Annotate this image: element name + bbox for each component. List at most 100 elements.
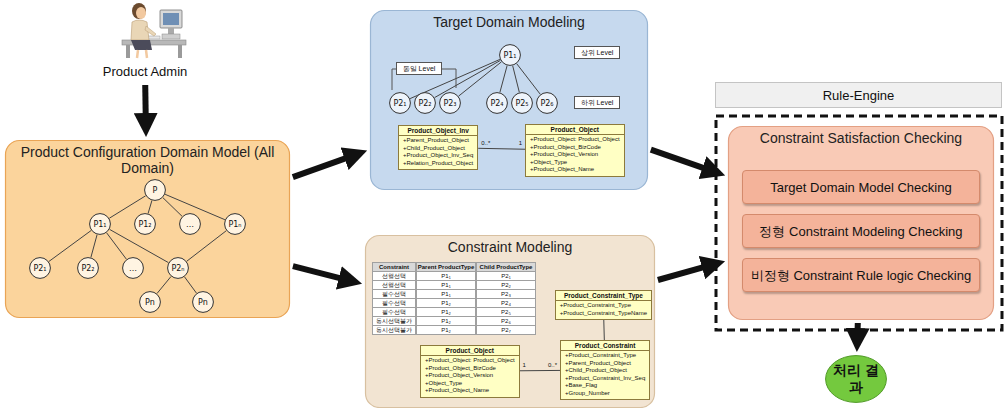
node-text: 처리 결과 (825, 362, 887, 396)
link-line (517, 64, 541, 95)
panel-box: Product Configuration Domain Model (All … (5, 140, 290, 318)
node-shape (537, 93, 558, 114)
flow-arrow (854, 323, 861, 340)
admin-figure (122, 3, 186, 58)
result-ellipse: 처리 결과 (825, 355, 887, 403)
tree-node-circle: P1₁ (499, 44, 521, 66)
link-line (603, 320, 605, 340)
node-shape (500, 45, 521, 66)
node-text: P2₂ (418, 99, 431, 108)
node-text: +Child_Product_Object (561, 367, 649, 375)
multiplicity-label: 0..* (481, 139, 490, 147)
table-cell: P2₇ (476, 325, 536, 335)
panel-box: Target Domain Modeling동일 LevelP1₁상위 Leve… (370, 10, 648, 190)
link-line (157, 276, 171, 293)
node-shape (30, 258, 51, 279)
node-text: P2₃ (443, 99, 456, 108)
node-text: Product_Constraint (561, 341, 649, 351)
node-shape (123, 258, 144, 279)
node-text: P2₄ (490, 99, 503, 108)
node-text: 동일 Level (401, 64, 438, 73)
node-text: P2₁ (393, 99, 406, 108)
node-text: +Object_Type (526, 159, 624, 167)
node-text: +Relation_Product_Object (399, 160, 477, 170)
tree-node-circle: P2₁ (29, 257, 51, 279)
flow-arrow (293, 266, 351, 281)
node-text: P2₅ (515, 99, 528, 108)
node-text: Product_Object (421, 346, 519, 356)
head (136, 7, 146, 19)
node-text: P2₆ (540, 99, 553, 108)
uml-class-box: Product_Object+Product_Object: Product_O… (420, 345, 520, 398)
monitor (160, 10, 182, 28)
table-cell: P1₂ (416, 325, 476, 335)
node-text: Constraint Modeling (365, 235, 655, 255)
computer-base (162, 34, 180, 39)
node-text: P1₁ (503, 51, 516, 60)
rule-engine-frame (716, 116, 1002, 330)
tree-node-circle: P2₂ (77, 257, 99, 279)
node-text: +Product_Object_BizCode (421, 365, 519, 373)
node-text: Rule-Engine (823, 88, 895, 103)
node-text: +Product_Constraint_TypeName (556, 310, 651, 320)
node-shape (78, 258, 99, 279)
node-text: +Product_Object_BizCode (526, 144, 624, 152)
link-line (435, 60, 501, 97)
link-line (478, 148, 525, 150)
tree-node-circle: Pn (139, 291, 161, 313)
node-text: Pn (198, 298, 208, 307)
node-text: P2₂ (81, 264, 94, 273)
node-text: +Product_Constraint_Type (556, 302, 651, 310)
link-line (520, 370, 560, 371)
skirt (131, 40, 152, 50)
tree-node-circle: … (179, 213, 201, 235)
node-text: Product_Constraint_Type (556, 291, 651, 301)
node-shape (487, 93, 508, 114)
node-shape (826, 356, 887, 403)
node-text: +Product_Object_Name (526, 166, 624, 176)
link-line (185, 277, 197, 293)
link-line (513, 66, 520, 93)
node-text: 하위 Level (579, 98, 616, 107)
node-text: +Group_Number (561, 390, 649, 400)
node-text: Product Configuration Domain Model (All … (5, 140, 290, 176)
panel-shape (371, 11, 648, 190)
legs (137, 50, 147, 58)
node-shape (145, 180, 166, 201)
desk-leg (126, 45, 130, 58)
monitor-stand (168, 28, 174, 34)
node-text: +Object_Type (421, 380, 519, 388)
tree-node-circle: P2₃ (439, 92, 461, 114)
tree-node-circle: P (144, 179, 166, 201)
multiplicity-label: 1 (523, 361, 526, 369)
level-tag: 상위 Level (574, 46, 620, 59)
node-text: … (186, 220, 194, 229)
uml-class-box: Product_Object_Inv+Parent_Product_Object… (398, 125, 478, 170)
panel-shape (6, 141, 290, 318)
check-box: Target Domain Model Checking (742, 170, 980, 204)
node-text: +Child_Product_Object (399, 145, 477, 153)
hair (132, 3, 146, 19)
node-text: +Product_Object: Product_Object (421, 357, 519, 365)
node-text: P2₁ (33, 264, 46, 273)
node-text: +Product_Object_Version (526, 151, 624, 159)
node-shape (90, 214, 111, 235)
rule-engine-header: Rule-Engine (715, 82, 1002, 108)
check-box: 정형 Constraint Modeling Checking (742, 214, 980, 248)
node-text: +Product_Object_Inv_Seq (399, 152, 477, 160)
panel-shape (366, 236, 655, 408)
level-tag: 동일 Level (396, 62, 442, 75)
node-text: 상위 Level (579, 48, 616, 57)
node-text: Product_Object_Inv (399, 126, 477, 136)
node-shape (135, 214, 156, 235)
node-text: P1₁ (93, 220, 106, 229)
node-text: +Product_Object_Name (421, 387, 519, 397)
node-text: 비정형 Constraint Rule logic Checking (747, 268, 975, 283)
node-text: Product_Object (526, 125, 624, 135)
node-shape (512, 93, 533, 114)
node-shape (390, 93, 411, 114)
link-line (91, 235, 97, 258)
tree-node-circle: P1₂ (134, 213, 156, 235)
arm (145, 26, 156, 36)
